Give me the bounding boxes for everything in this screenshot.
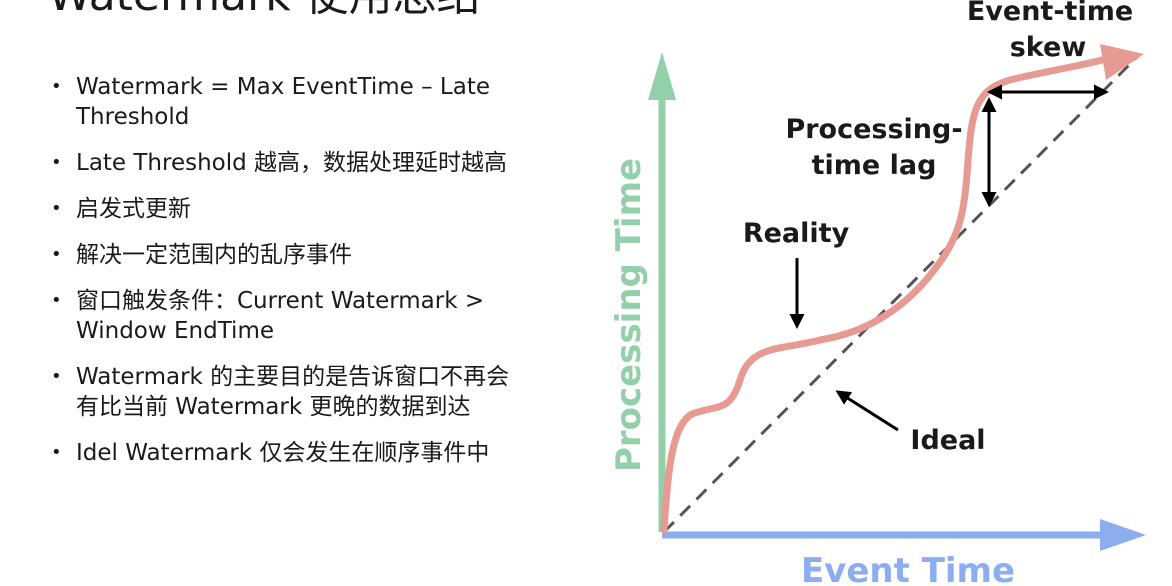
event-time-skew-label-line1: Event-time xyxy=(967,0,1133,27)
ideal-pointer-arrow xyxy=(835,390,899,432)
ideal-label: Ideal xyxy=(910,425,985,456)
bullet-line: 窗口触发条件：Current Watermark > xyxy=(76,288,485,314)
bullet-dot: • xyxy=(51,152,62,173)
y-axis-arrowhead xyxy=(648,52,676,100)
bullet-dot: • xyxy=(51,366,62,387)
bullet-line: Watermark 的主要目的是告诉窗口不再会 xyxy=(76,364,510,390)
x-axis-arrowhead xyxy=(1100,519,1146,551)
bullet-item: • Idel Watermark 仅会发生在顺序事件中 xyxy=(48,438,568,468)
slide-title: Watermark 使用总结 xyxy=(48,0,481,22)
bullet-line: Threshold xyxy=(76,104,190,130)
bullet-line: Idel Watermark 仅会发生在顺序事件中 xyxy=(76,440,490,466)
event-time-skew-label-line2: skew xyxy=(1010,32,1087,63)
reality-label: Reality xyxy=(743,218,850,249)
bullet-dot: • xyxy=(51,290,62,311)
processing-time-lag-label-line2: time lag xyxy=(812,150,937,181)
bullet-line: Window EndTime xyxy=(76,318,274,344)
reality-curve-arrowhead xyxy=(1100,44,1144,80)
bullet-line: 启发式更新 xyxy=(76,196,191,222)
bullet-line: 有比当前 Watermark 更晚的数据到达 xyxy=(76,394,471,420)
bullet-dot: • xyxy=(51,244,62,265)
bullet-line: 解决一定范围内的乱序事件 xyxy=(76,242,352,268)
bullet-item: • Late Threshold 越高，数据处理延时越高 xyxy=(48,148,568,178)
bullet-line: Late Threshold 越高，数据处理延时越高 xyxy=(76,150,508,176)
bullet-item: • Watermark 的主要目的是告诉窗口不再会 有比当前 Watermark… xyxy=(48,362,568,422)
ideal-line xyxy=(662,52,1142,534)
bullet-item: • 窗口触发条件：Current Watermark > Window EndT… xyxy=(48,286,568,346)
bullet-item: • 解决一定范围内的乱序事件 xyxy=(48,240,568,270)
watermark-diagram: Processing Time Event Time Event-time sk… xyxy=(609,0,1146,586)
bullet-item: • Watermark = Max EventTime – Late Thres… xyxy=(48,72,568,132)
bullet-dot: • xyxy=(51,198,62,219)
bullet-dot: • xyxy=(51,76,62,97)
y-axis-label: Processing Time xyxy=(609,158,649,472)
bullet-dot: • xyxy=(51,442,62,463)
processing-time-lag-label-line1: Processing- xyxy=(785,114,962,145)
x-axis-label: Event Time xyxy=(801,551,1015,586)
bullet-line: Watermark = Max EventTime – Late xyxy=(76,74,490,100)
bullet-item: • 启发式更新 xyxy=(48,194,568,224)
bullet-list: • Watermark = Max EventTime – Late Thres… xyxy=(48,72,568,484)
